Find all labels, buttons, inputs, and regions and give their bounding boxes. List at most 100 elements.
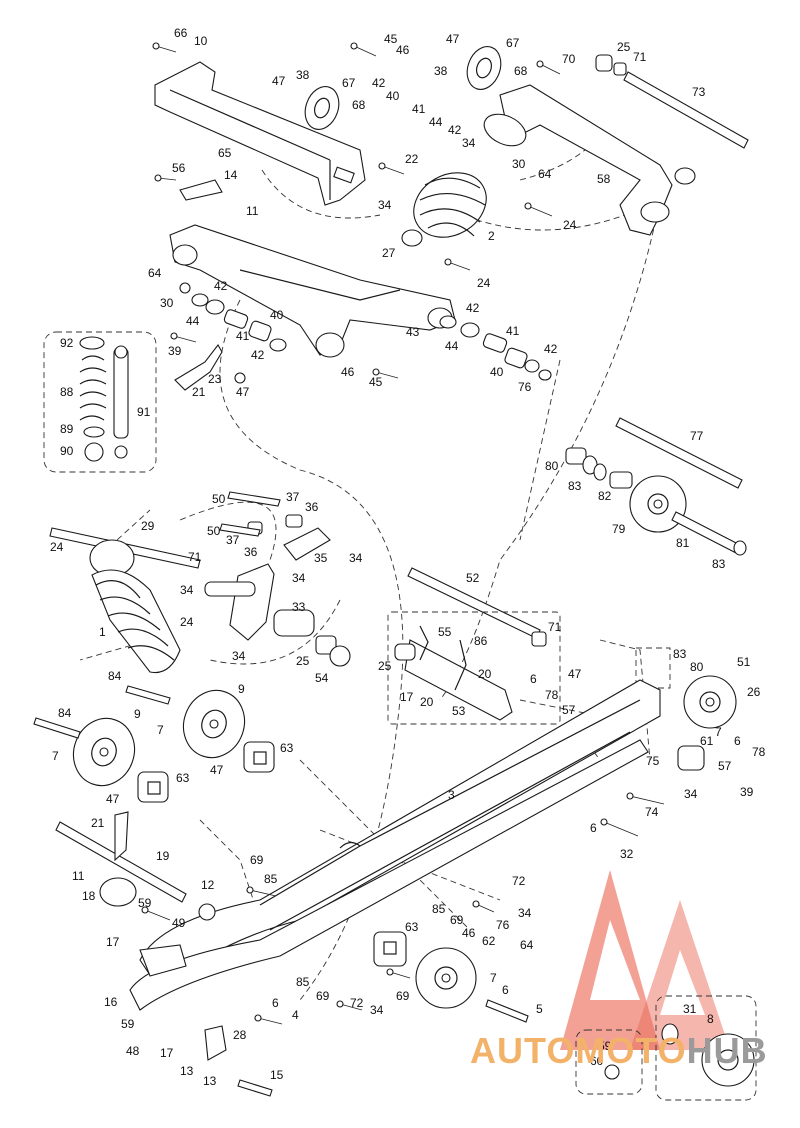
callout-45: 45 bbox=[369, 375, 383, 389]
callout-9: 9 bbox=[134, 707, 141, 721]
callout-45: 45 bbox=[384, 32, 398, 46]
callout-54: 54 bbox=[315, 671, 329, 685]
callout-11: 11 bbox=[246, 204, 259, 218]
callout-20: 20 bbox=[420, 695, 434, 709]
callout-49: 49 bbox=[172, 916, 186, 930]
callout-47: 47 bbox=[272, 74, 286, 88]
callout-21: 21 bbox=[91, 816, 105, 830]
callout-15: 15 bbox=[270, 1068, 284, 1082]
callout-69: 69 bbox=[396, 989, 410, 1003]
bushing-stack-left bbox=[179, 282, 287, 352]
callout-46: 46 bbox=[341, 365, 355, 379]
callout-24: 24 bbox=[50, 540, 64, 554]
callout-42: 42 bbox=[372, 76, 386, 90]
callout-24: 24 bbox=[563, 218, 577, 232]
callout-17: 17 bbox=[160, 1046, 174, 1060]
callout-7: 7 bbox=[52, 749, 59, 763]
callout-39: 39 bbox=[168, 344, 182, 358]
callout-25: 25 bbox=[296, 654, 310, 668]
callout-90: 90 bbox=[60, 444, 74, 458]
callout-34: 34 bbox=[370, 1003, 384, 1017]
callout-11: 11 bbox=[72, 869, 85, 883]
callout-21: 21 bbox=[192, 385, 206, 399]
callout-70: 70 bbox=[562, 52, 576, 66]
callout-4: 4 bbox=[292, 1008, 299, 1022]
axle-block-63-mid bbox=[243, 741, 275, 773]
callout-34: 34 bbox=[378, 198, 392, 212]
callout-85: 85 bbox=[432, 902, 446, 916]
callout-1: 1 bbox=[99, 625, 106, 639]
callout-63: 63 bbox=[176, 771, 190, 785]
callout-42: 42 bbox=[466, 301, 480, 315]
callout-37: 37 bbox=[286, 490, 300, 504]
callout-43: 43 bbox=[406, 325, 420, 339]
callout-69: 69 bbox=[316, 989, 330, 1003]
callout-29: 29 bbox=[141, 519, 155, 533]
rear-arm-58 bbox=[483, 84, 696, 236]
callout-47: 47 bbox=[106, 792, 120, 806]
slide-frame-43 bbox=[169, 224, 456, 358]
spring-2 bbox=[401, 172, 487, 247]
callout-60: 60 bbox=[590, 1054, 604, 1068]
callout-64: 64 bbox=[148, 266, 162, 280]
callout-62: 62 bbox=[482, 934, 496, 948]
callout-47: 47 bbox=[236, 385, 250, 399]
callout-27: 27 bbox=[382, 246, 396, 260]
callout-34: 34 bbox=[518, 906, 532, 920]
callout-71: 71 bbox=[188, 550, 202, 564]
callout-67: 67 bbox=[342, 76, 356, 90]
rear-wheel-51 bbox=[635, 647, 737, 771]
callout-55: 55 bbox=[438, 625, 452, 639]
callout-6: 6 bbox=[272, 996, 279, 1010]
idler-wheel-67-left bbox=[304, 86, 340, 130]
callout-89: 89 bbox=[60, 422, 74, 436]
callout-57: 57 bbox=[718, 759, 732, 773]
callout-85: 85 bbox=[264, 872, 278, 886]
callout-47: 47 bbox=[568, 667, 582, 681]
wheel-9-left bbox=[72, 717, 136, 787]
callout-25: 25 bbox=[378, 659, 392, 673]
callout-24: 24 bbox=[180, 615, 194, 629]
callout-75: 75 bbox=[646, 754, 660, 768]
callout-6: 6 bbox=[502, 983, 509, 997]
callout-92: 92 bbox=[60, 336, 74, 350]
callout-23: 23 bbox=[208, 372, 222, 386]
watermark-text: AUTOMOTOHUB bbox=[470, 1030, 768, 1072]
callout-67: 67 bbox=[506, 36, 520, 50]
watermark-text-auto: AUTOMOTO bbox=[470, 1030, 687, 1071]
callout-10: 10 bbox=[194, 34, 208, 48]
callout-13: 13 bbox=[180, 1064, 194, 1078]
callout-71: 71 bbox=[548, 620, 562, 634]
callout-64: 64 bbox=[538, 167, 552, 181]
callout-34: 34 bbox=[349, 551, 363, 565]
callout-61: 61 bbox=[700, 734, 714, 748]
axle-block-63-left bbox=[137, 771, 169, 803]
callout-41: 41 bbox=[236, 329, 250, 343]
shock-inset-box bbox=[43, 331, 157, 473]
callout-56: 56 bbox=[172, 161, 186, 175]
callout-6: 6 bbox=[734, 734, 741, 748]
callout-42: 42 bbox=[544, 342, 558, 356]
callout-88: 88 bbox=[60, 385, 74, 399]
callout-58: 58 bbox=[597, 172, 611, 186]
callout-36: 36 bbox=[305, 500, 319, 514]
callout-39: 39 bbox=[740, 785, 754, 799]
shaft-77 bbox=[615, 417, 743, 489]
callout-52: 52 bbox=[466, 571, 480, 585]
callout-41: 41 bbox=[506, 324, 520, 338]
callout-57: 57 bbox=[562, 703, 576, 717]
inset-box-59-60 bbox=[575, 1029, 643, 1095]
callout-44: 44 bbox=[186, 314, 200, 328]
callout-59: 59 bbox=[598, 1039, 612, 1053]
shaft-52 bbox=[407, 567, 547, 647]
callout-20: 20 bbox=[478, 667, 492, 681]
callout-66: 66 bbox=[174, 26, 188, 40]
bracket-53 bbox=[387, 611, 561, 725]
callout-30: 30 bbox=[512, 157, 526, 171]
cross-shaft-19 bbox=[55, 811, 216, 921]
watermark-text-hub: HUB bbox=[686, 1030, 768, 1071]
callout-91: 91 bbox=[137, 405, 151, 419]
axle-block-63-lower bbox=[373, 931, 407, 967]
